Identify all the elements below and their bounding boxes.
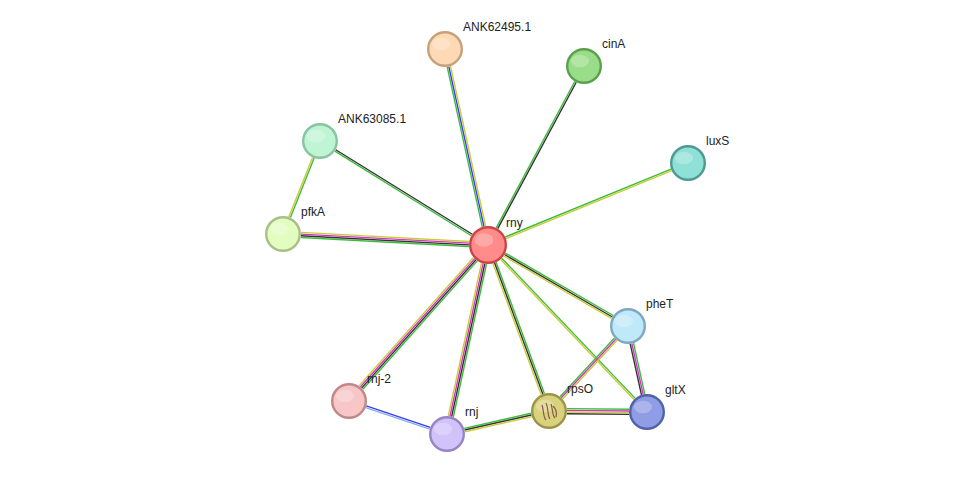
node-label: ANK62495.1 xyxy=(463,20,531,34)
interaction-edge xyxy=(567,409,629,415)
node-circle xyxy=(566,48,602,84)
interaction-edge xyxy=(505,169,671,239)
protein-node: luxS xyxy=(670,145,706,181)
interaction-edge xyxy=(493,262,544,394)
protein-node: pheT xyxy=(610,308,646,344)
node-circle xyxy=(629,394,665,430)
protein-node: rnj-2 xyxy=(331,383,367,419)
node-circle xyxy=(469,226,507,264)
interaction-edge xyxy=(335,150,472,236)
node-label: pfkA xyxy=(301,205,325,219)
node-label: rny xyxy=(506,216,523,230)
node-circle xyxy=(610,308,646,344)
node-circle xyxy=(265,216,301,252)
node-circle xyxy=(302,123,338,159)
node-label: rpsO xyxy=(567,382,593,396)
protein-node: gltX xyxy=(629,394,665,430)
node-circle xyxy=(331,383,367,419)
node-label: luxS xyxy=(706,134,729,148)
node-label: gltX xyxy=(665,383,686,397)
interaction-edge xyxy=(496,81,576,228)
node-circle xyxy=(670,145,706,181)
node-label: pheT xyxy=(646,297,673,311)
node-circle xyxy=(429,416,465,452)
node-label: ANK63085.1 xyxy=(338,112,406,126)
protein-node: pfkA xyxy=(265,216,301,252)
interaction-edge xyxy=(630,343,645,395)
node-circle xyxy=(531,393,567,429)
protein-node: cinA xyxy=(566,48,602,84)
protein-node: rnj xyxy=(429,416,465,452)
protein-node: ANK62495.1 xyxy=(427,31,463,67)
interaction-edge xyxy=(504,253,614,318)
protein-node: rny xyxy=(469,226,507,264)
node-circle xyxy=(427,31,463,67)
protein-node: ANK63085.1 xyxy=(302,123,338,159)
interaction-edge xyxy=(447,66,485,227)
interaction-edge xyxy=(560,338,617,399)
interaction-edge xyxy=(301,232,469,246)
node-label: cinA xyxy=(602,37,625,51)
interaction-edge xyxy=(366,406,430,429)
node-label: rnj xyxy=(465,405,478,419)
interaction-edge xyxy=(448,263,486,417)
protein-node: rpsO xyxy=(531,393,567,429)
node-label: rnj-2 xyxy=(367,372,391,386)
